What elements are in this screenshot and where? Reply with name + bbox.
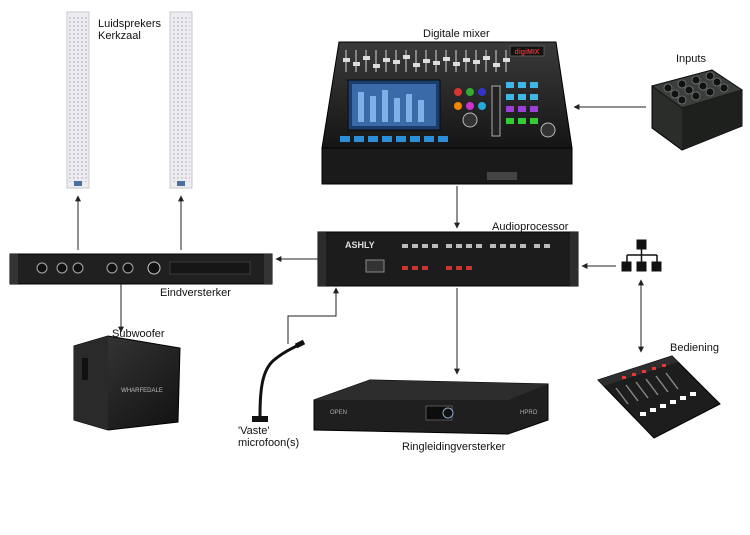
label-microphone: 'Vaste' microfoon(s) bbox=[238, 425, 300, 449]
label-inputs: Inputs bbox=[676, 53, 706, 65]
inputs-stagebox-icon bbox=[650, 69, 744, 151]
label-loop-amplifier: Ringleidingversterker bbox=[402, 441, 506, 453]
processor-brand: ASHLY bbox=[345, 240, 375, 250]
loop-amplifier-icon: OPEN HPRO bbox=[313, 379, 549, 435]
loop-model: HPRO bbox=[520, 410, 538, 416]
digital-mixer-icon: digiMIX bbox=[321, 41, 573, 185]
audio-processor-icon: ASHLY bbox=[317, 231, 579, 287]
subwoofer-brand: WHARFEDALE bbox=[121, 388, 163, 394]
subwoofer-icon: WHARFEDALE bbox=[73, 335, 181, 431]
control-surface-icon bbox=[597, 355, 721, 439]
label-control: Bediening bbox=[670, 342, 719, 354]
arrow-mic-to-processor bbox=[287, 287, 339, 344]
connection-lines bbox=[75, 104, 646, 375]
label-audioprocessor: Audioprocessor bbox=[492, 221, 569, 233]
mixer-brand: digiMIX bbox=[515, 49, 540, 56]
microphone-icon bbox=[252, 339, 306, 422]
speaker-right-icon bbox=[169, 11, 193, 189]
loop-brand: OPEN bbox=[330, 410, 347, 416]
network-icon bbox=[621, 239, 662, 272]
label-amplifier: Eindversterker bbox=[160, 287, 231, 299]
label-digital-mixer: Digitale mixer bbox=[423, 28, 490, 40]
speaker-left-icon bbox=[66, 11, 90, 189]
power-amplifier-icon bbox=[9, 253, 273, 285]
label-speakers: Luidsprekers Kerkzaal bbox=[98, 18, 161, 42]
label-subwoofer: Subwoofer bbox=[112, 328, 165, 340]
